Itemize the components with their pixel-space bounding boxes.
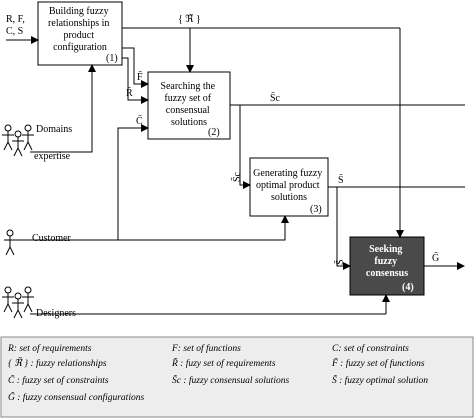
box1-line1: Building fuzzy [49,6,109,17]
label-domains: Domains [36,124,72,135]
label-s-output: S̃ [338,173,344,186]
arrow-customer-to-box3 [16,215,289,241]
svg-text:Seeking fuzzy cons: Seeking fuzzy consensus [366,244,408,279]
label-sc-input: S̃c [230,171,243,182]
box2-line1: Searching the [160,81,215,92]
label-f: F̃ [137,70,143,83]
arrow-sc-to-box3 [239,105,251,189]
label-sc-output: S̃c [270,91,281,104]
label-expertise: expertise [34,151,71,162]
label-r: R̃ [126,86,133,99]
arrow-f-to-box2 [122,47,149,88]
arrow-r-to-box2 [122,57,149,104]
svg-text:Searching the fuzzy set: Searching the fuzzy set of consensual so… [160,81,217,128]
box-generating-optimal: Generating fuzzy optimal product solutio… [249,157,329,217]
actor-domains-expertise [2,124,34,157]
box-seeking-consensus: Seeking fuzzy consensus (4) [349,236,425,296]
box-building-relationships: Building fuzzy relationships in product … [37,1,123,66]
box2-line2: fuzzy set of [164,93,211,104]
arrow-c-to-box2 [117,124,149,240]
legend-c: C: set of constraints [332,343,409,354]
legend: R: set of requirements F: set of functio… [0,336,474,418]
legend-r: R: set of requirements [7,343,92,354]
input-rfc-line2: C, S [6,26,23,37]
box1-line3: product [63,30,94,41]
box4-line2: fuzzy [374,256,397,267]
box-searching-consensual: Searching the fuzzy set of consensual so… [147,71,231,140]
actor-designers [2,286,34,319]
legend-fuzzy-s: S̃ : fuzzy optimal solution [332,373,428,386]
svg-text:Generating fuzzy optimal: Generating fuzzy optimal product solutio… [253,168,325,203]
arrow-s-to-box4 [336,187,351,270]
box3-line3: solutions [271,192,307,203]
legend-fuzzy-g: G̃ : fuzzy consensual configurations [8,390,144,403]
legend-fuzzy-c: C̃ : fuzzy set of constraints [8,373,109,386]
arrow-expertise-to-box1 [30,64,96,153]
box3-line1: Generating fuzzy [253,168,322,179]
svg-text:Building fuzzy relations: Building fuzzy relationships in product … [48,6,112,53]
label-relationships: { ℜ̃ } [178,14,201,25]
legend-f: F: set of functions [171,343,241,354]
legend-relationships: { ℜ̃ } : fuzzy relationships [8,356,107,369]
actor-customer [4,229,16,256]
box4-line1: Seeking [369,244,402,255]
box3-line2: optimal product [256,180,320,191]
box1-line4: configuration [53,42,107,53]
label-c: C̃ [136,114,143,127]
box2-number: (2) [208,127,220,138]
label-g-output: G̃ [432,251,439,264]
box2-line3: consensual [166,105,210,116]
box1-line2: relationships in [48,18,109,29]
box1-number: (1) [106,53,118,64]
input-rfc-line1: R, F, [6,14,25,25]
label-s-input: S̃ [333,259,346,265]
legend-fuzzy-r: R̃ : fuzy set of requirements [171,356,276,369]
box2-line4: solutions [171,117,207,128]
box3-number: (3) [310,204,322,215]
box4-line3: consensus [366,268,408,279]
legend-fuzzy-f: F̃ : fuzzy set of functions [331,356,425,369]
label-customer: Customer [32,233,72,244]
box4-number: (4) [402,282,414,293]
legend-fuzzy-sc: S̃c : fuzzy consensual solutions [172,373,289,386]
